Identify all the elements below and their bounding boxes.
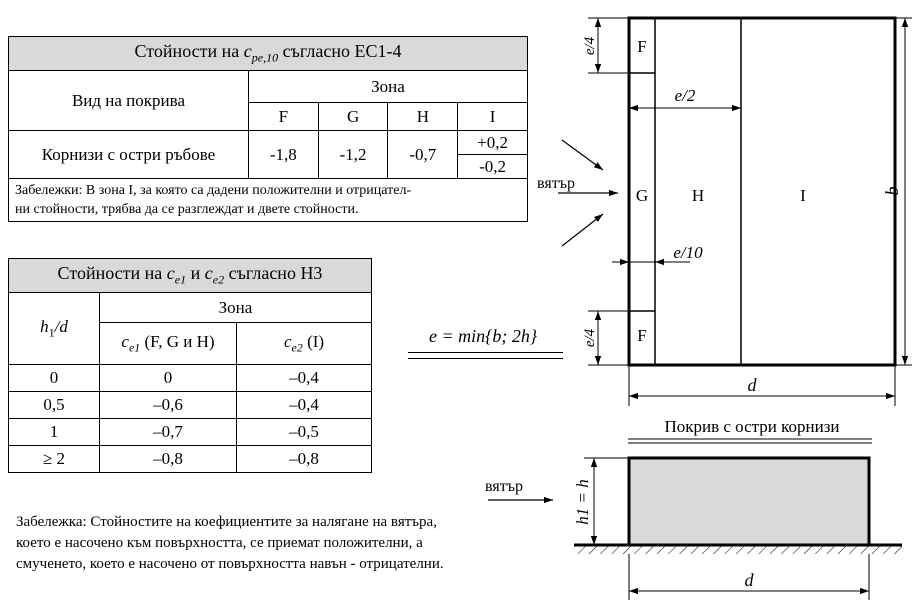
title-suffix: съгласно ЕС1-4 (278, 41, 402, 62)
note-line: ни стойности, трябва да се разглеждат и … (15, 202, 359, 217)
wind-label-section: вятър (485, 478, 523, 495)
zone-header: Зона (247, 70, 529, 103)
ce2-cell: –0,8 (236, 445, 372, 473)
wind-label-plan: вятър (537, 175, 575, 192)
ce-table-title: Стойности на ce1 и ce2 съгласно Н3 (8, 258, 372, 293)
pressure-note: Забележка: Стойностите на коефициентите … (16, 512, 536, 575)
zone-h-header: H (387, 102, 459, 131)
dim-d-plan-label: d (748, 375, 758, 395)
section-title: Покрив с остри корнизи (664, 417, 839, 436)
ce2-suffix: (I) (302, 331, 325, 351)
e-formula: e = min{b; 2h} (408, 326, 558, 347)
ratio-cell: 0,5 (8, 391, 100, 419)
title-subscript: e2 (212, 272, 225, 287)
dim-e4-top-label: e/4 (582, 36, 598, 55)
table-row: ≥ 2 –0,8 –0,8 (8, 445, 372, 473)
ratio-cell: ≥ 2 (8, 445, 100, 473)
ratio-suffix: /d (54, 316, 68, 336)
note-line: Забележка: Стойностите на коефициентите … (16, 514, 437, 530)
ce2-cell: –0,4 (236, 364, 372, 392)
zone-f-header: F (247, 102, 319, 131)
zone-h-label: H (692, 186, 704, 205)
zone-f-value: -1,8 (247, 130, 319, 179)
dim-e2-label: e/2 (675, 86, 696, 105)
ratio-cell: 0 (8, 364, 100, 392)
cpe-table-title: Стойности на cpe,10 съгласно ЕС1-4 (8, 36, 528, 71)
wind-arrow-upper (561, 139, 604, 171)
title-text: Стойности на (57, 263, 167, 284)
zone-i-header: I (457, 102, 528, 131)
zone-g-label: G (636, 186, 648, 205)
wind-arrow-lower (561, 213, 604, 247)
cpe-table: Стойности на cpe,10 съгласно ЕС1-4 Вид н… (8, 36, 529, 222)
ce-table: Стойности на ce1 и ce2 съгласно Н3 h1/d … (8, 258, 372, 473)
title-symbol: c (204, 263, 213, 284)
ce1-symbol: c (121, 331, 129, 351)
ratio-symbol: h (40, 316, 49, 336)
zone-i-positive: +0,2 (457, 130, 528, 155)
zone-i-label: I (800, 186, 806, 205)
title-text: и (186, 263, 205, 284)
title-suffix: съгласно Н3 (224, 263, 323, 284)
ce1-subscript: e1 (128, 340, 141, 355)
cpe-table-note: Забележки: В зона I, за която са дадени … (8, 178, 528, 222)
ce1-cell: –0,6 (99, 391, 237, 419)
ce1-suffix: (F, G и H) (140, 331, 215, 351)
plan-outline (627, 16, 897, 367)
ratio-subscript: 1 (48, 325, 55, 340)
title-subscript: e1 (174, 272, 187, 287)
title-symbol: c (243, 41, 252, 62)
zone-f-bottom-label: F (637, 326, 646, 345)
formula-underline (408, 352, 563, 359)
ce1-cell: –0,8 (99, 445, 237, 473)
note-line: което е насочено към повърхността, се пр… (16, 535, 423, 551)
dim-d-section-label: d (745, 570, 755, 590)
title-subscript: pe,10 (251, 50, 279, 65)
table-row: 0 0 –0,4 (8, 364, 372, 392)
ce1-cell: 0 (99, 364, 237, 392)
table-row: 0,5 –0,6 –0,4 (8, 391, 372, 419)
formula-text: e = min{b; 2h} (428, 326, 538, 346)
ce2-cell: –0,4 (236, 391, 372, 419)
note-line: смученето, което е насочено от повърхнос… (16, 556, 444, 572)
dim-h-label: h1 = h (573, 479, 592, 524)
note-line: Забележки: В зона I, за която са дадени … (15, 183, 412, 198)
ce1-cell: –0,7 (99, 418, 237, 446)
ce1-header: ce1 (F, G и H) (99, 322, 237, 365)
ground-hatch (574, 545, 902, 554)
zone-f-top-label: F (637, 37, 646, 56)
dim-e10-label: e/10 (673, 243, 703, 262)
ce2-subscript: e2 (291, 340, 303, 355)
title-text: Стойности на (134, 41, 244, 62)
ce2-symbol: c (283, 331, 292, 351)
title-symbol: c (166, 263, 175, 284)
building-section (627, 456, 871, 547)
zone-g-value: -1,2 (317, 130, 389, 179)
dim-b-label: b (882, 187, 902, 196)
dim-e4-bottom-label: e/4 (582, 328, 598, 347)
table-row: 1 –0,7 –0,5 (8, 418, 372, 446)
ce2-header: ce2 (I) (236, 322, 372, 365)
